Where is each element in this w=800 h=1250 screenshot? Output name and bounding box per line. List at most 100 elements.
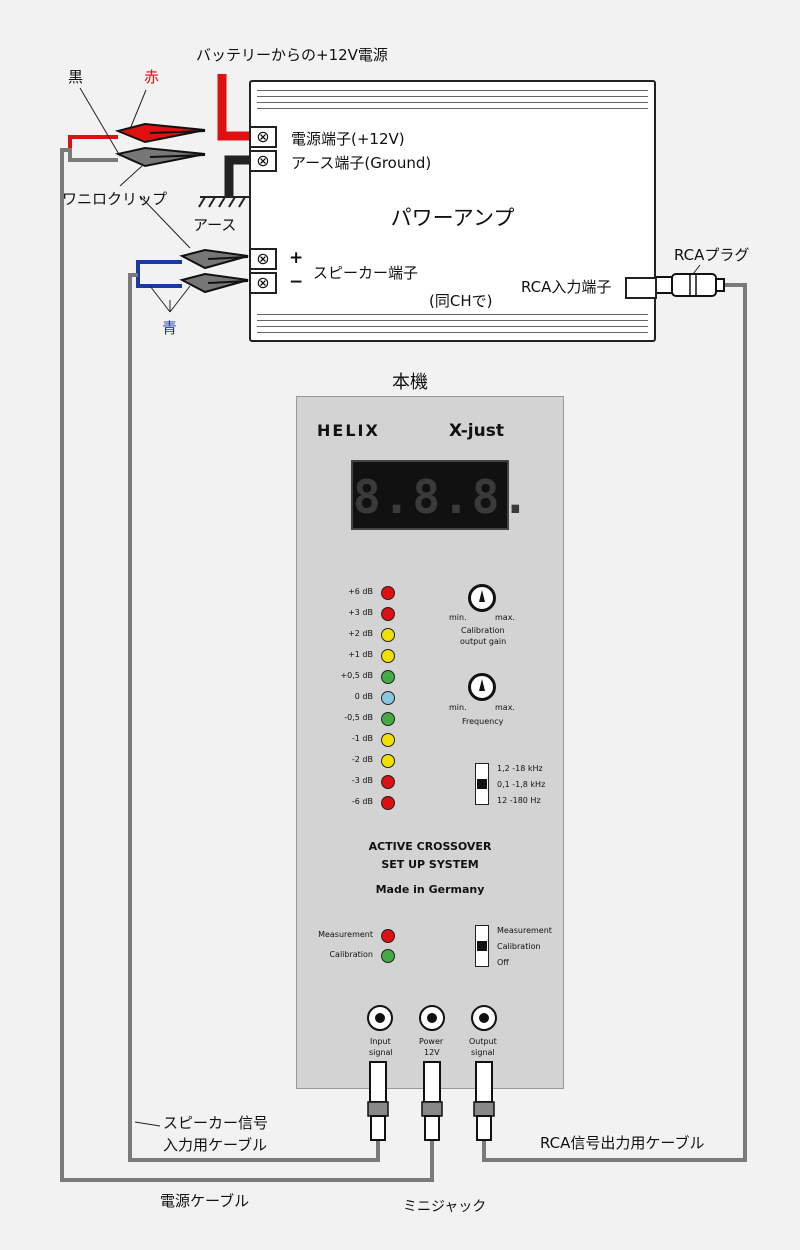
level-led-row: -2 dB [311, 752, 403, 772]
helix-x-just-device: HELIX X-just 8.8.8. +6 dB +3 dB +2 dB +1 dB… [296, 396, 564, 1089]
level-led [381, 775, 395, 789]
seven-segment-display: 8.8.8. [351, 460, 532, 530]
power-12v-wire [217, 74, 249, 141]
level-led [381, 754, 395, 768]
speaker-terminal-label: スピーカー端子 [313, 264, 419, 282]
calibration-gain-knob[interactable] [468, 584, 496, 612]
level-led [381, 586, 395, 600]
minus-sign: − [289, 272, 304, 292]
knob1-min: min. [449, 613, 467, 622]
ground-symbol [198, 196, 252, 208]
power-cable [60, 148, 434, 1182]
speaker-cable-label-1: スピーカー信号 [163, 1114, 269, 1132]
level-led [381, 691, 395, 705]
measurement-led-label: Measurement [318, 930, 373, 939]
level-led-label: 0 dB [354, 692, 373, 701]
level-led-row: 0 dB [311, 689, 403, 709]
alligator-clip-label: ワニロクリップ [62, 190, 168, 208]
rca-output-cable [482, 283, 747, 1162]
level-led-row: +1 dB [311, 647, 403, 667]
blue-label: 青 [162, 319, 178, 337]
mode-calibration: Calibration [497, 942, 541, 951]
level-led-row: -3 dB [311, 773, 403, 793]
measurement-led-row: Measurement [311, 927, 403, 947]
level-led [381, 733, 395, 747]
level-led-label: +1 dB [348, 650, 373, 659]
model-logo: X-just [449, 421, 504, 441]
device-title: 本機 [392, 372, 428, 393]
battery-power-label: バッテリーからの+12V電源 [196, 46, 388, 64]
ground-terminal-label: アース端子(Ground) [291, 154, 432, 172]
level-led [381, 670, 395, 684]
level-led-row: +3 dB [311, 605, 403, 625]
active-crossover-heading: ACTIVE CROSSOVER [368, 840, 492, 853]
knob2-min: min. [449, 703, 467, 712]
level-led-label: +6 dB [348, 587, 373, 596]
speaker-minus-screw: ⊗ [249, 272, 277, 294]
calibration-led-row: Calibration [311, 947, 403, 967]
display-value: 8.8.8. [353, 470, 532, 524]
calibration-led [381, 949, 395, 963]
amp-title: パワーアンプ [390, 206, 515, 230]
freq-range-1: 1,2 -18 kHz [497, 764, 543, 773]
input-jack-label-2: signal [369, 1048, 393, 1057]
level-led-row: +2 dB [311, 626, 403, 646]
red-label: 赤 [144, 68, 160, 86]
level-led-label: -3 dB [351, 776, 373, 785]
level-led-label: +0,5 dB [340, 671, 373, 680]
level-led-row: +6 dB [311, 584, 403, 604]
red-clip-wire [68, 135, 118, 150]
mode-switch[interactable] [475, 925, 489, 967]
level-led [381, 649, 395, 663]
plus-sign: + [289, 248, 304, 268]
knob1-max: max. [495, 613, 515, 622]
black-label: 黒 [68, 68, 84, 86]
speaker-plus-clip [179, 248, 249, 270]
same-channel-label: (同CHで) [429, 292, 493, 310]
rca-plug-label: RCAプラグ [674, 246, 750, 264]
level-led-label: +3 dB [348, 608, 373, 617]
level-led-label: +2 dB [348, 629, 373, 638]
speaker-minus-clip [179, 272, 249, 294]
ground-wire [224, 155, 249, 196]
knob1-caption1: Calibration [461, 626, 505, 635]
input-signal-jack[interactable] [367, 1005, 393, 1031]
level-led-row: -0,5 dB [311, 710, 403, 730]
knob1-caption2: output gain [460, 637, 507, 646]
knob2-max: max. [495, 703, 515, 712]
level-led [381, 796, 395, 810]
made-in-germany: Made in Germany [375, 883, 485, 896]
rca-input-jack [625, 277, 657, 299]
power-jack-label-1: Power [419, 1037, 444, 1046]
speaker-cable-label-2: 入力用ケーブル [163, 1136, 268, 1154]
brand-logo: HELIX [317, 421, 380, 440]
power-terminal-label: 電源端子(+12V) [291, 130, 405, 148]
speaker-input-cable [128, 273, 380, 1162]
level-led-row: +0,5 dB [311, 668, 403, 688]
level-led [381, 712, 395, 726]
frequency-knob[interactable] [468, 673, 496, 701]
level-led-row: -1 dB [311, 731, 403, 751]
level-led-row: -6 dB [311, 794, 403, 814]
power-cable-label: 電源ケーブル [160, 1192, 250, 1210]
level-led-label: -1 dB [351, 734, 373, 743]
calibration-led-label: Calibration [329, 950, 373, 959]
ground-terminal-screw: ⊗ [249, 150, 277, 172]
output-signal-jack[interactable] [471, 1005, 497, 1031]
rca-input-label: RCA入力端子 [521, 278, 612, 296]
level-led-label: -6 dB [351, 797, 373, 806]
freq-range-2: 0,1 -1,8 kHz [497, 780, 546, 789]
measurement-led [381, 929, 395, 943]
black-alligator-clip [114, 146, 206, 168]
output-jack-label-1: Output [469, 1037, 497, 1046]
mode-off: Off [497, 958, 509, 967]
rca-cable-label: RCA信号出力用ケーブル [540, 1134, 705, 1152]
speaker-plus-screw: ⊗ [249, 248, 277, 270]
power-amp: ⊗ ⊗ 電源端子(+12V) アース端子(Ground) パワーアンプ ⊗ ⊗ … [249, 80, 657, 342]
freq-range-3: 12 -180 Hz [497, 796, 541, 805]
level-led-label: -2 dB [351, 755, 373, 764]
level-led [381, 628, 395, 642]
input-jack-label-1: Input [370, 1037, 391, 1046]
power-12v-jack[interactable] [419, 1005, 445, 1031]
frequency-range-switch[interactable] [475, 763, 489, 805]
